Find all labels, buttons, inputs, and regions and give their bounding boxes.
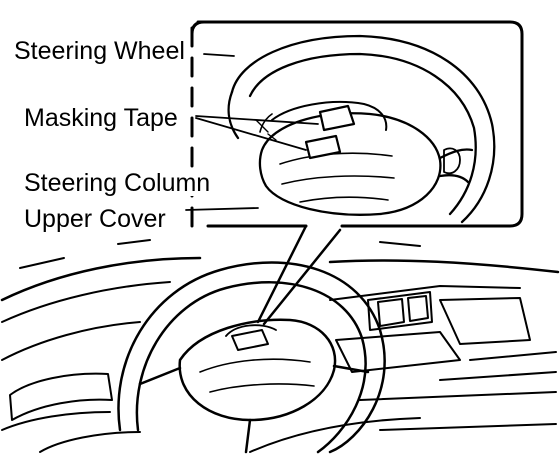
console-vent-frame — [367, 291, 433, 331]
console-bottom-line — [359, 391, 557, 401]
masking-tape-label: Masking Tape — [22, 104, 180, 132]
dash-small-stroke-2 — [117, 239, 151, 245]
mag-wheel-rim-outer — [230, 34, 496, 224]
console-right-line — [469, 351, 557, 361]
mag-masking-tape-1 — [318, 104, 356, 132]
callout-line-right — [262, 228, 342, 326]
dash-inner-line — [1, 281, 171, 323]
console-bottom-line-2 — [379, 423, 557, 431]
lower-masking-tape — [231, 329, 269, 351]
mag-column-line — [259, 113, 273, 133]
mag-column-upper-cover — [271, 101, 388, 131]
console-top — [329, 285, 521, 301]
magnified-steering-wheel — [227, 34, 496, 224]
console-vent-inner — [377, 298, 405, 327]
lower-wheel-rim-outer — [117, 261, 386, 454]
lower-wheel-spoke-left — [138, 366, 182, 386]
mag-detail-hatch-2 — [261, 125, 269, 133]
dash-top-line — [0, 256, 202, 302]
steering-wheel-label: Steering Wheel — [12, 37, 187, 65]
leader-lines — [185, 53, 319, 211]
lower-wheel-spoke-bottom — [244, 418, 252, 454]
console-vent-inner-2 — [407, 295, 429, 322]
leader-steering-wheel — [203, 53, 235, 57]
mag-hub-detail-3 — [299, 196, 389, 203]
mag-detail-hatch-3 — [267, 133, 277, 141]
left-vent-outline — [9, 372, 113, 421]
lower-column-shroud — [225, 324, 277, 337]
lower-wheel-hub — [178, 318, 337, 422]
lower-wheel-spoke-right — [332, 364, 370, 374]
mag-detail-hatch-1 — [255, 119, 263, 127]
lower-steering-wheel — [117, 261, 386, 454]
leader-steering-column — [185, 207, 259, 211]
mag-wheel-left-rim — [227, 90, 240, 140]
callout-line-left — [256, 224, 308, 324]
console-bottom-arc — [249, 417, 421, 453]
leader-masking-tape-2 — [195, 117, 307, 151]
dash-small-stroke-3 — [379, 241, 421, 247]
dash-small-stroke-1 — [19, 257, 65, 269]
steering-column-label-line2: Upper Cover — [22, 205, 168, 233]
left-lower-panel-2 — [39, 431, 141, 453]
console-right-panel — [439, 297, 531, 345]
mag-hub-detail-1 — [279, 152, 393, 165]
steering-column-label-line1: Steering Column — [22, 169, 213, 197]
dashboard-scene — [0, 239, 560, 453]
lower-hub-detail-1 — [199, 358, 311, 373]
mag-right-button — [443, 147, 461, 175]
lower-hub-detail-2 — [209, 383, 315, 393]
left-lower-panel — [1, 411, 111, 431]
dash-lower-left — [1, 321, 141, 361]
mag-masking-tape-2 — [304, 134, 342, 160]
console-right-line-2 — [439, 371, 557, 381]
mag-wheel-hub — [258, 112, 442, 216]
callout-box-corner — [190, 20, 206, 36]
callout-pointer — [256, 224, 342, 326]
leader-masking-tape-1 — [195, 115, 319, 125]
console-lower-frame — [335, 331, 461, 373]
callout-box — [196, 20, 524, 228]
mag-wheel-rim-inner — [248, 52, 477, 216]
mag-hub-detail-2 — [281, 175, 395, 185]
dash-top-line-right — [328, 259, 560, 274]
mag-wheel-spoke-right-2 — [438, 174, 470, 184]
